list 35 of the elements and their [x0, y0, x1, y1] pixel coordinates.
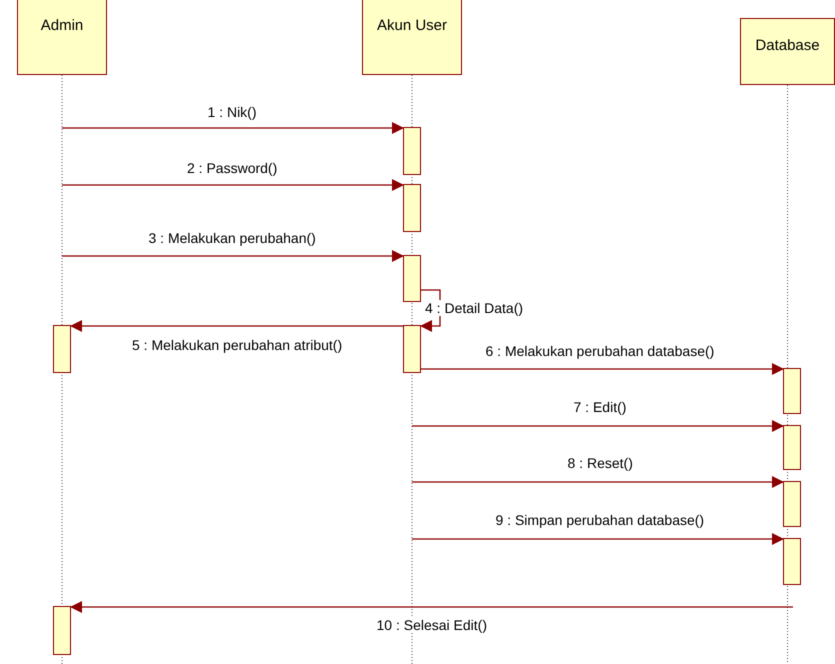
message-arrow	[412, 476, 784, 488]
activation-bar	[783, 481, 801, 527]
message-arrow	[70, 320, 403, 332]
activation-bar	[403, 325, 421, 373]
activation-bar	[403, 255, 421, 302]
lifeline-head-box	[17, 0, 107, 75]
activation-bar	[53, 325, 71, 373]
message-arrow	[412, 420, 784, 432]
message-label: 3 : Melakukan perubahan()	[146, 230, 318, 246]
lifeline-head-box	[740, 18, 835, 85]
activation-bar	[783, 368, 801, 414]
message-arrow	[62, 122, 404, 134]
message-label: 4 : Detail Data()	[423, 300, 526, 316]
activation-bar	[783, 425, 801, 470]
message-label: 1 : Nik()	[206, 104, 258, 120]
message-label: 2 : Password()	[185, 160, 280, 176]
message-label: 5 : Melakukan perubahan atribut()	[130, 337, 344, 353]
activation-bar	[403, 127, 421, 175]
participant-name: Akun User	[376, 17, 448, 34]
message-arrow	[62, 250, 404, 262]
activation-bar	[53, 606, 71, 655]
lifeline-head-box	[362, 0, 462, 75]
participant-name: Admin	[40, 17, 84, 34]
message-arrow	[70, 601, 793, 613]
activation-bar	[403, 184, 421, 232]
message-label: 7 : Edit()	[572, 399, 628, 415]
participant-name: Database	[755, 37, 820, 54]
message-arrow	[421, 363, 784, 375]
activation-bar	[783, 538, 801, 585]
message-label: 6 : Melakukan perubahan database()	[484, 343, 716, 359]
message-arrow	[62, 179, 404, 191]
message-label: 10 : Selesai Edit()	[374, 617, 489, 633]
message-label: 9 : Simpan perubahan database()	[494, 512, 706, 528]
message-label: 8 : Reset()	[566, 455, 635, 471]
message-arrow	[412, 533, 784, 545]
